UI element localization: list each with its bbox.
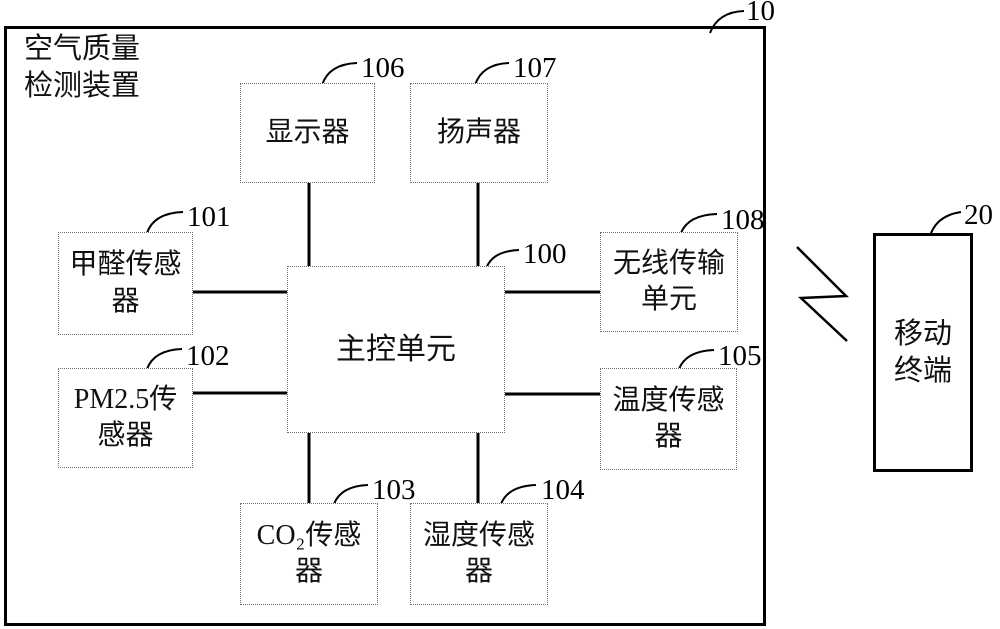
pm25-sensor-label-line2: 感器: [97, 420, 154, 451]
mobile-terminal-label-line2: 终端: [893, 354, 952, 387]
ref-label-101: 101: [187, 201, 231, 233]
formaldehyde-sensor-label-line2: 器: [111, 285, 140, 317]
ref-label-20: 20: [964, 199, 993, 231]
co2-sensor-label-line2: 器: [294, 556, 323, 587]
ref-label-106: 106: [361, 52, 405, 84]
ref-label-108: 108: [721, 204, 765, 236]
device-title: 空气质量 检测装置: [24, 31, 140, 105]
ref-label-102: 102: [186, 340, 230, 372]
humidity-sensor-box: 湿度传感 器: [410, 503, 548, 605]
ref-label-105: 105: [718, 340, 762, 372]
ref-label-10: 10: [746, 0, 775, 27]
wireless-unit-box: 无线传输 单元: [600, 232, 738, 332]
wireless-unit-label-line1: 无线传输: [612, 247, 725, 279]
co2-sensor-box: CO₂传感 器: [240, 503, 378, 605]
display-box: 显示器: [240, 83, 375, 183]
temperature-sensor-label-line1: 温度传感: [612, 384, 725, 416]
speaker-box: 扬声器: [410, 83, 548, 183]
ref-label-100: 100: [523, 238, 567, 270]
formaldehyde-sensor-box: 甲醛传感 器: [58, 232, 193, 335]
humidity-sensor-label-line1: 湿度传感: [422, 519, 535, 551]
temperature-sensor-box: 温度传感 器: [600, 368, 737, 470]
display-label: 显示器: [265, 116, 350, 148]
mobile-terminal-label-line1: 移动: [893, 318, 952, 351]
wireless-signal-icon: [796, 246, 849, 342]
humidity-sensor-label-line2: 器: [464, 556, 493, 587]
pm25-sensor-box: PM2.5传 感器: [58, 368, 193, 468]
speaker-label: 扬声器: [436, 116, 521, 148]
device-title-line2: 检测装置: [24, 70, 141, 102]
device-title-line1: 空气质量: [24, 33, 141, 65]
wireless-unit-label-line2: 单元: [640, 284, 697, 315]
ref-label-107: 107: [513, 52, 557, 84]
device-boundary-box: [4, 26, 766, 626]
main-control-label: 主控单元: [336, 333, 456, 366]
ref-label-103: 103: [372, 474, 416, 506]
co2-sensor-label-line1: CO₂传感: [256, 519, 362, 551]
temperature-sensor-label-line2: 器: [654, 421, 683, 452]
ref-label-104: 104: [541, 474, 585, 506]
main-control-box: 主控单元: [287, 266, 505, 433]
pm25-sensor-label-line1: PM2.5传: [73, 383, 178, 415]
mobile-terminal-box: 移动 终端: [873, 233, 973, 472]
formaldehyde-sensor-label-line1: 甲醛传感: [69, 249, 182, 281]
